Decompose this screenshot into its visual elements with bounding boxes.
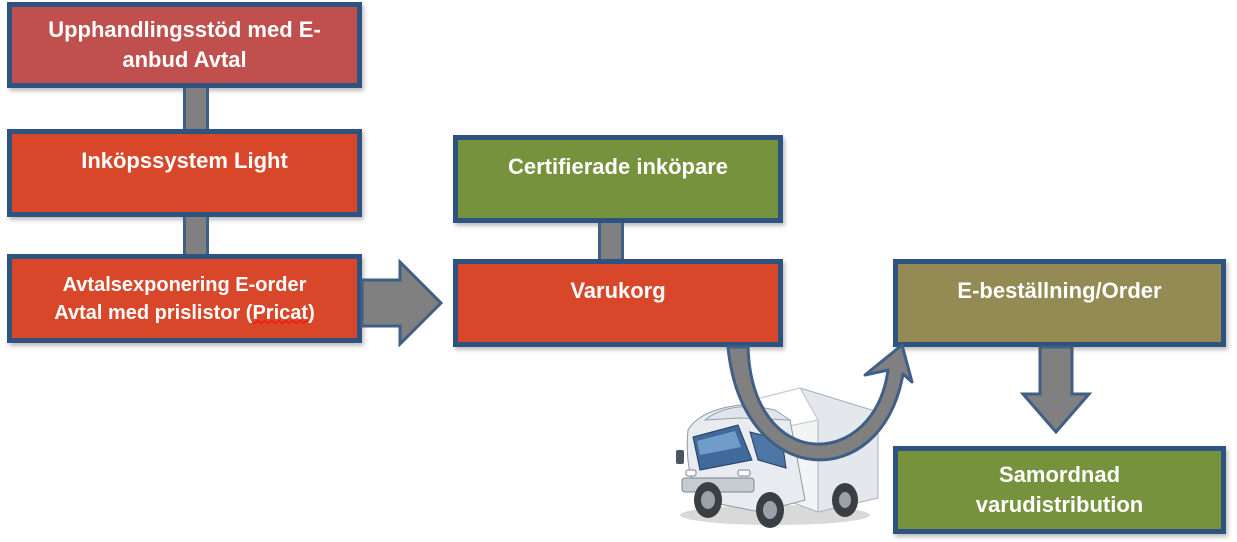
ebestallning-label: E-beställning/Order bbox=[957, 278, 1162, 303]
varukorg-box: Varukorg bbox=[453, 259, 783, 347]
avtalsexponering-line2-suffix: ) bbox=[308, 301, 315, 324]
ebestallning-box: E-beställning/Order bbox=[893, 259, 1226, 347]
inkopssystem-label: Inköpssystem Light bbox=[81, 148, 288, 173]
avtalsexponering-line1: Avtalsexponering E-order bbox=[62, 273, 307, 296]
varukorg-label: Varukorg bbox=[570, 278, 666, 303]
avtalsexponering-line2: Avtal med prislistor (Pricat) bbox=[54, 299, 314, 327]
samordnad-line1: Samordnad bbox=[998, 462, 1121, 487]
samordnad-line2: varudistribution bbox=[975, 492, 1144, 517]
truck-icon bbox=[676, 387, 879, 528]
connector-1 bbox=[183, 88, 209, 129]
down-arrow-icon bbox=[1019, 345, 1093, 435]
connector-2 bbox=[183, 217, 209, 254]
avtalsexponering-box: Avtalsexponering E-order Avtal med prisl… bbox=[7, 254, 362, 343]
connector-3 bbox=[598, 223, 624, 259]
avtalsexponering-pricat: Pricat bbox=[252, 301, 309, 324]
upphandling-box: Upphandlingsstöd med E- anbud Avtal bbox=[7, 2, 362, 88]
curved-arrow-icon bbox=[726, 343, 914, 462]
avtalsexponering-line2-prefix: Avtal med prislistor ( bbox=[54, 301, 253, 324]
certifierade-box: Certifierade inköpare bbox=[453, 135, 783, 223]
certifierade-label: Certifierade inköpare bbox=[507, 154, 729, 179]
upphandling-line1: Upphandlingsstöd med E- bbox=[48, 17, 321, 42]
right-arrow-icon bbox=[360, 258, 444, 348]
inkopssystem-box: Inköpssystem Light bbox=[7, 129, 362, 217]
upphandling-line2: anbud Avtal bbox=[122, 47, 247, 72]
samordnad-box: Samordnad varudistribution bbox=[893, 446, 1226, 534]
